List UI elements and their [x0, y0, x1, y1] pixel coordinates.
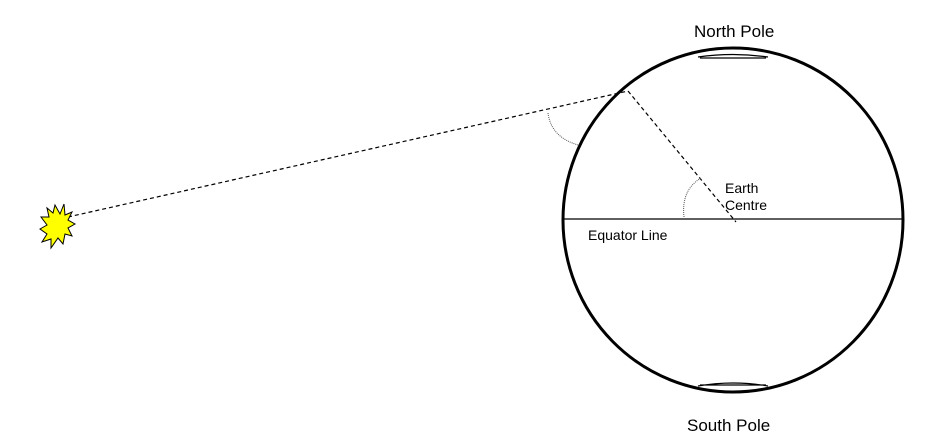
sun-ray-line — [67, 90, 629, 218]
north-pole-label: North Pole — [694, 22, 775, 41]
earth-circle — [561, 46, 905, 394]
earth-centre-line2: Centre — [725, 197, 768, 213]
earth-centre-line1: Earth — [725, 180, 759, 196]
south-pole-cap — [697, 382, 769, 387]
south-pole-label: South Pole — [687, 416, 771, 435]
incidence-angle-arc — [547, 112, 579, 146]
equator-label: Equator Line — [588, 227, 668, 243]
radius-line — [627, 90, 737, 223]
latitude-angle-arc — [683, 177, 702, 218]
sun-icon — [39, 203, 77, 250]
north-pole-cap — [697, 53, 769, 59]
earth-centre-label: Earth Centre — [725, 180, 767, 214]
